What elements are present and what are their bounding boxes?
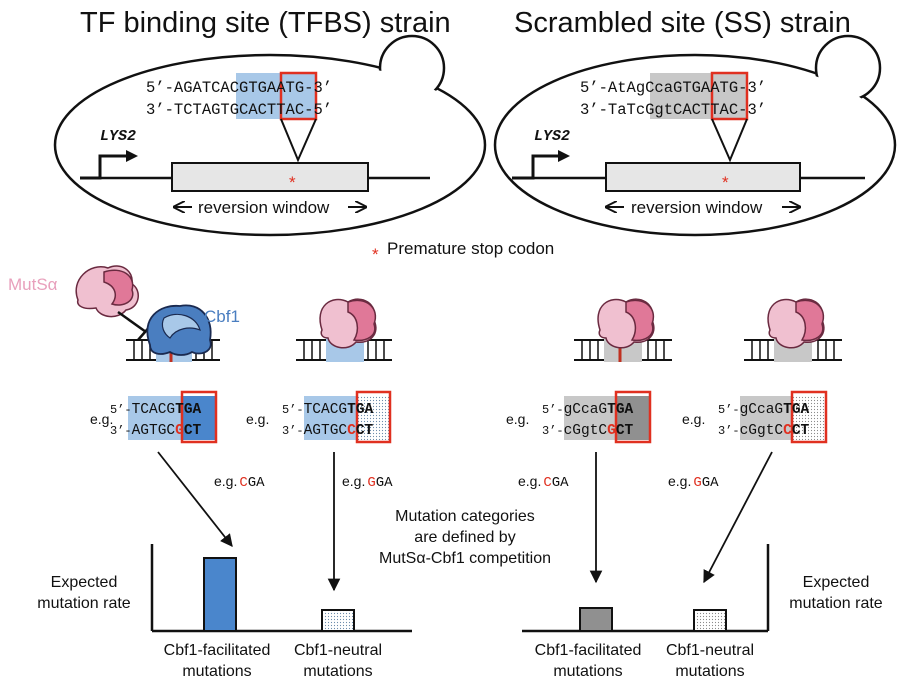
left-example-2: e.g. 5’-TCACGTGA 3’-AGTGCCCT — [246, 390, 392, 444]
legend-star: * — [372, 245, 379, 264]
arrow — [703, 451, 773, 584]
right-cell: 5’-AtAgCcaGTGAATG-3’ 3’-TaTcGgtCACTTAC-3… — [493, 34, 897, 237]
mutsa-protein-icon — [597, 298, 655, 349]
svg-text:mutations: mutations — [303, 663, 372, 680]
svg-text:e.g.: e.g. — [90, 411, 113, 427]
stop-star: * — [722, 173, 729, 192]
zoom-wedge — [280, 118, 317, 163]
svg-text:Cbf1-neutral: Cbf1-neutral — [294, 642, 382, 659]
svg-text:e.g.: e.g. — [682, 411, 705, 427]
mutsa-protein-icon — [767, 298, 825, 349]
left-example-1: e.g. 5’-TCACGTGA 3’-AGTGCGCT — [90, 390, 218, 444]
right-seq-top: 5’-AtAgCcaGTGAATG-3’ — [580, 79, 766, 97]
svg-text:5’-gCcaGTGA: 5’-gCcaGTGA — [542, 402, 634, 418]
bar-cbf1-facilitated — [203, 557, 237, 632]
svg-text:5’-TCACGTGA: 5’-TCACGTGA — [282, 402, 374, 418]
svg-text:3’-AGTGCGCT: 3’-AGTGCGCT — [110, 423, 202, 439]
svg-text:mutations: mutations — [182, 663, 251, 680]
svg-text:Expected: Expected — [803, 574, 870, 591]
svg-text:mutations: mutations — [675, 663, 744, 680]
left-seq-top: 5’-AGATCACGTGAATG-3’ — [146, 79, 332, 97]
right-bar-chart: Expected mutation rate Cbf1-facilitated … — [522, 544, 883, 680]
bar-cbf1-neutral — [321, 609, 355, 632]
left-mut1: e.g.CGA — [214, 473, 265, 491]
svg-text:Cbf1-facilitated: Cbf1-facilitated — [164, 642, 271, 659]
legend-label: Premature stop codon — [387, 239, 554, 258]
svg-text:e.g.: e.g. — [246, 411, 269, 427]
cbf1-label: Cbf1 — [204, 307, 240, 326]
svg-text:5’-TCACGTGA: 5’-TCACGTGA — [110, 402, 202, 418]
zoom-wedge — [711, 118, 748, 163]
svg-text:Cbf1-facilitated: Cbf1-facilitated — [535, 642, 642, 659]
left-gene-label: LYS2 — [100, 128, 136, 145]
right-example-1: e.g. 5’-gCcaGTGA 3’-cGgtCGCT — [506, 390, 652, 444]
tfbs-highlight — [236, 73, 316, 119]
right-mut2: e.g.GGA — [668, 473, 719, 491]
left-mut2: e.g.GGA — [342, 473, 393, 491]
center-note-1: Mutation categories — [395, 508, 535, 525]
right-example-2: e.g. 5’-gCcaGTGA 3’-cGgtCCCT — [682, 390, 828, 444]
inhibition-line — [117, 310, 147, 334]
svg-text:3’-AGTGCCCT: 3’-AGTGCCCT — [282, 423, 374, 439]
stop-codon-box — [279, 71, 318, 121]
scrambled-highlight — [650, 73, 746, 119]
left-title: TF binding site (TFBS) strain — [80, 7, 451, 39]
svg-text:Cbf1-neutral: Cbf1-neutral — [666, 642, 754, 659]
arrow — [157, 451, 233, 547]
svg-text:3’-cGgtCGCT: 3’-cGgtCGCT — [542, 423, 634, 439]
left-bar-chart: Expected mutation rate Cbf1-facilitated … — [37, 544, 412, 680]
svg-text:mutation rate: mutation rate — [789, 595, 882, 612]
right-gene-label: LYS2 — [534, 128, 570, 145]
right-mut1: e.g.CGA — [518, 473, 569, 491]
stop-star: * — [289, 173, 296, 192]
mutsa-protein-icon — [75, 265, 139, 318]
gene-box — [171, 162, 369, 192]
svg-text:5’-gCcaGTGA: 5’-gCcaGTGA — [718, 402, 810, 418]
mutsa-label: MutSα — [8, 275, 58, 294]
right-window-label: reversion window — [631, 198, 763, 217]
svg-text:e.g.: e.g. — [506, 411, 529, 427]
left-window-label: reversion window — [198, 198, 330, 217]
stop-codon-box — [710, 71, 749, 121]
right-seq-bottom: 3’-TaTcGgtCACTTAC-3’ — [580, 101, 766, 119]
bar-cbf1-neutral — [693, 609, 727, 632]
left-cell: 5’-AGATCACGTGAATG-3’ 3’-TCTAGTGCACTTAC-5… — [53, 34, 487, 237]
cbf1-protein-icon — [146, 304, 212, 356]
mutsa-protein-icon — [319, 298, 377, 349]
svg-text:mutations: mutations — [553, 663, 622, 680]
svg-text:Expected: Expected — [51, 574, 118, 591]
center-note-2: are defined by — [414, 529, 515, 546]
center-note-3: MutSα-Cbf1 competition — [379, 550, 551, 567]
svg-text:mutation rate: mutation rate — [37, 595, 130, 612]
right-title: Scrambled site (SS) strain — [514, 7, 851, 39]
bar-cbf1-facilitated — [579, 607, 613, 632]
left-seq-bottom: 3’-TCTAGTGCACTTAC-5’ — [146, 101, 332, 119]
svg-text:3’-cGgtCCCT: 3’-cGgtCCCT — [718, 423, 810, 439]
gene-box — [605, 162, 801, 192]
